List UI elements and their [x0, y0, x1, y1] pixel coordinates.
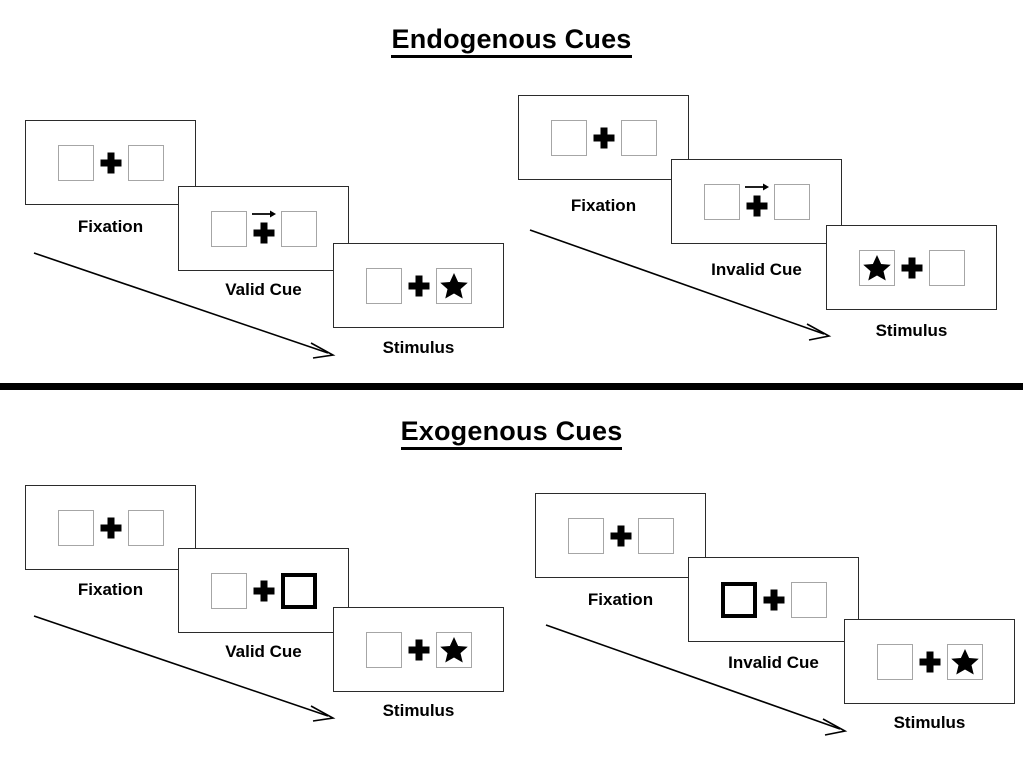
- target-box-right: [435, 631, 472, 668]
- caption-exogenous-valid-stimulus: Stimulus: [382, 701, 455, 720]
- placeholder-box-left: [210, 572, 247, 609]
- panel-content: [210, 210, 317, 247]
- right-arrow-icon: [251, 210, 276, 217]
- fixation-cross-icon: [402, 632, 436, 668]
- caption-endogenous-valid-fixation: Fixation: [77, 217, 144, 236]
- panel-content: [703, 183, 810, 220]
- caption-exogenous-invalid-cue: Invalid Cue: [728, 653, 819, 672]
- section-title-endogenous: Endogenous Cues: [0, 24, 1023, 58]
- panel-endogenous-valid-stimulus: [333, 243, 504, 328]
- panel-content: [567, 517, 674, 554]
- target-box-right: [946, 643, 983, 680]
- caption-endogenous-valid-stimulus: Stimulus: [382, 338, 455, 357]
- placeholder-box-right: [280, 210, 317, 247]
- panel-exogenous-valid-stimulus: [333, 607, 504, 692]
- target-box-left: [858, 249, 895, 286]
- fixation-cross-icon: [587, 120, 621, 156]
- panel-endogenous-valid-fixation: [25, 120, 196, 205]
- panel-content: [57, 509, 164, 546]
- panel-content: [876, 643, 983, 680]
- panel-content: [365, 267, 472, 304]
- section-title-endogenous-text: Endogenous Cues: [391, 24, 632, 58]
- caption-endogenous-invalid-stimulus: Stimulus: [875, 321, 948, 340]
- placeholder-box-left: [567, 517, 604, 554]
- placeholder-box-left: [550, 119, 587, 156]
- cued-box-right: [280, 572, 317, 609]
- panel-exogenous-invalid-stimulus: [844, 619, 1015, 704]
- star-icon: [862, 254, 891, 280]
- placeholder-box-right: [637, 517, 674, 554]
- star-icon: [439, 636, 468, 662]
- panel-exogenous-valid-cue: [178, 548, 349, 633]
- placeholder-box-left: [210, 210, 247, 247]
- fixation-cross-icon: [402, 268, 436, 304]
- fixation-cross-icon: [247, 573, 281, 609]
- fixation-cross-icon: [740, 183, 774, 220]
- fixation-cross-icon: [604, 518, 638, 554]
- placeholder-box-right: [620, 119, 657, 156]
- star-icon: [439, 272, 468, 298]
- panel-content: [858, 249, 965, 286]
- placeholder-box-left: [365, 631, 402, 668]
- target-box-right: [435, 267, 472, 304]
- panel-content: [57, 144, 164, 181]
- fixation-cross-icon: [913, 644, 947, 680]
- panel-content: [720, 581, 827, 618]
- placeholder-box-left: [57, 144, 94, 181]
- caption-endogenous-invalid-cue: Invalid Cue: [711, 260, 802, 279]
- fixation-cross-icon: [247, 210, 281, 247]
- panel-endogenous-invalid-stimulus: [826, 225, 997, 310]
- section-divider: [0, 383, 1023, 390]
- cued-box-left: [720, 581, 757, 618]
- star-icon: [950, 648, 979, 674]
- panel-content: [550, 119, 657, 156]
- caption-endogenous-valid-cue: Valid Cue: [225, 280, 302, 299]
- placeholder-box-right: [773, 183, 810, 220]
- panel-endogenous-invalid-fixation: [518, 95, 689, 180]
- panel-endogenous-invalid-cue: [671, 159, 842, 244]
- panel-endogenous-valid-cue: [178, 186, 349, 271]
- panel-content: [210, 572, 317, 609]
- placeholder-box-left: [703, 183, 740, 220]
- fixation-cross-icon: [94, 145, 128, 181]
- caption-exogenous-valid-cue: Valid Cue: [225, 642, 302, 661]
- caption-exogenous-invalid-fixation: Fixation: [587, 590, 654, 609]
- fixation-cross-icon: [757, 582, 791, 618]
- placeholder-box-right: [928, 249, 965, 286]
- panel-content: [365, 631, 472, 668]
- fixation-cross-icon: [94, 510, 128, 546]
- fixation-cross-icon: [895, 250, 929, 286]
- caption-exogenous-invalid-stimulus: Stimulus: [893, 713, 966, 732]
- caption-exogenous-valid-fixation: Fixation: [77, 580, 144, 599]
- section-title-exogenous: Exogenous Cues: [0, 416, 1023, 450]
- placeholder-box-left: [365, 267, 402, 304]
- right-arrow-icon: [744, 183, 769, 190]
- caption-endogenous-invalid-fixation: Fixation: [570, 196, 637, 215]
- placeholder-box-left: [57, 509, 94, 546]
- placeholder-box-right: [127, 144, 164, 181]
- panel-exogenous-valid-fixation: [25, 485, 196, 570]
- panel-exogenous-invalid-cue: [688, 557, 859, 642]
- section-title-exogenous-text: Exogenous Cues: [400, 416, 623, 450]
- placeholder-box-left: [876, 643, 913, 680]
- placeholder-box-right: [127, 509, 164, 546]
- placeholder-box-right: [790, 581, 827, 618]
- panel-exogenous-invalid-fixation: [535, 493, 706, 578]
